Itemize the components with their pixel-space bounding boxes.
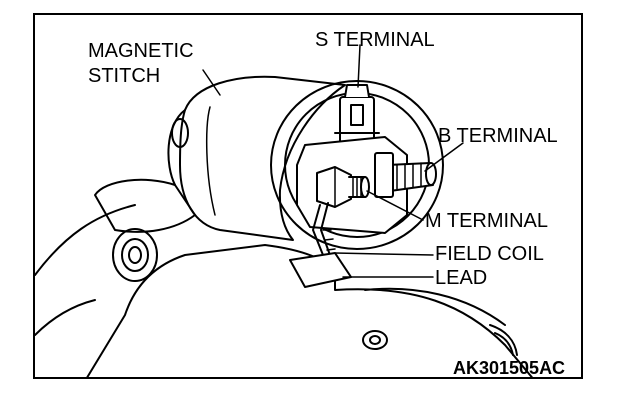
leader-field-coil: [334, 252, 434, 256]
diagram-frame: MAGNETIC STITCH S TERMINAL B TERMINAL M …: [33, 13, 583, 379]
mounting-bolt-boss: [112, 228, 158, 282]
solenoid-end-cover: [270, 80, 444, 250]
leader-magnetic-switch: [202, 69, 221, 96]
leader-s-terminal: [357, 44, 361, 88]
label-b-terminal: B TERMINAL: [438, 125, 558, 147]
label-field-coil: FIELD COIL: [435, 243, 544, 265]
figure-code: AK301505AC: [453, 358, 566, 378]
label-lead: LEAD: [435, 267, 488, 289]
m-terminal-nut: [316, 166, 352, 208]
gear-housing: [364, 287, 506, 326]
label-magnetic: MAGNETIC: [88, 40, 194, 62]
leader-m-terminal: [366, 190, 424, 221]
label-m-terminal: M TERMINAL: [425, 210, 548, 232]
leader-b-terminal: [424, 142, 464, 172]
label-stitch: STITCH: [88, 65, 161, 87]
label-s-terminal: S TERMINAL: [315, 29, 435, 51]
starter-motor-illustration: [35, 44, 533, 377]
